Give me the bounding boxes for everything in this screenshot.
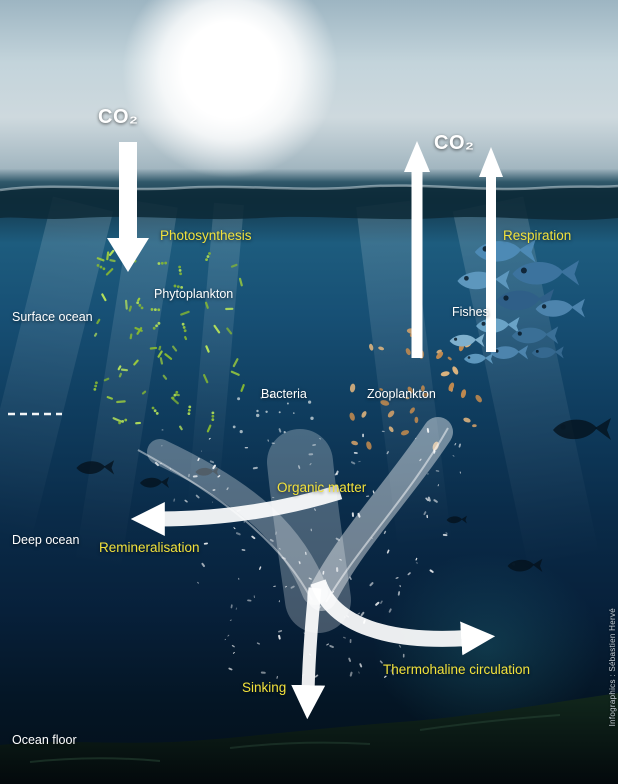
phytoplankton-label: Phytoplankton xyxy=(154,287,234,301)
co2-release-arrow-2 xyxy=(479,147,503,352)
fish-silhouette-icon xyxy=(446,515,467,524)
fish-icon xyxy=(511,326,559,344)
fish-silhouette-icon xyxy=(553,418,611,440)
ocean-floor-shape xyxy=(0,693,618,784)
fish-icon xyxy=(531,346,564,359)
bacteria-label: Bacteria xyxy=(261,387,307,401)
credit-text: Infographics : Sébastien Hervé xyxy=(608,607,617,726)
fishes-label: Fishes xyxy=(452,305,489,319)
fish-silhouette-icon xyxy=(76,460,115,475)
sinking-arrow xyxy=(291,587,326,720)
thermohaline-circulation-label: Thermohaline circulation xyxy=(383,662,531,677)
floor-ripple xyxy=(29,757,161,763)
floor-ripple xyxy=(229,741,371,749)
remineralisation-label: Remineralisation xyxy=(99,540,200,555)
fish-icon xyxy=(464,353,493,364)
fish-silhouette-icon xyxy=(507,558,543,572)
ocean-floor-label: Ocean floor xyxy=(12,733,77,747)
fish-icon xyxy=(512,260,580,286)
water-surface-band xyxy=(0,185,618,220)
surface-ocean-label: Surface ocean xyxy=(12,310,93,324)
zooplankton-particles xyxy=(349,328,482,451)
floor-ripple xyxy=(419,714,561,731)
co2-label-right: CO₂ xyxy=(434,132,475,154)
fish-silhouette-icon xyxy=(140,477,169,488)
deep-ocean-label: Deep ocean xyxy=(12,533,80,547)
organic-matter-particles xyxy=(154,394,461,679)
respiration-label: Respiration xyxy=(503,228,572,243)
fish-icon xyxy=(457,270,510,290)
fish-icon xyxy=(449,333,485,347)
carbon-flow-arrows xyxy=(130,417,496,720)
organic-matter-label: Organic matter xyxy=(277,480,367,495)
photosynthesis-label: Photosynthesis xyxy=(160,228,252,243)
co2-label-left: CO₂ xyxy=(98,106,139,128)
co2-uptake-arrow xyxy=(107,142,149,272)
remineralisation-arrow xyxy=(130,484,343,536)
fish-icon xyxy=(490,345,529,360)
phytoplankton-particles xyxy=(93,249,245,433)
water-surface-highlight xyxy=(0,184,618,192)
co2-release-arrow-1 xyxy=(404,141,430,358)
sinking-label: Sinking xyxy=(242,680,287,695)
zooplankton-label: Zooplankton xyxy=(367,387,436,401)
thermohaline-arrow xyxy=(310,578,496,656)
